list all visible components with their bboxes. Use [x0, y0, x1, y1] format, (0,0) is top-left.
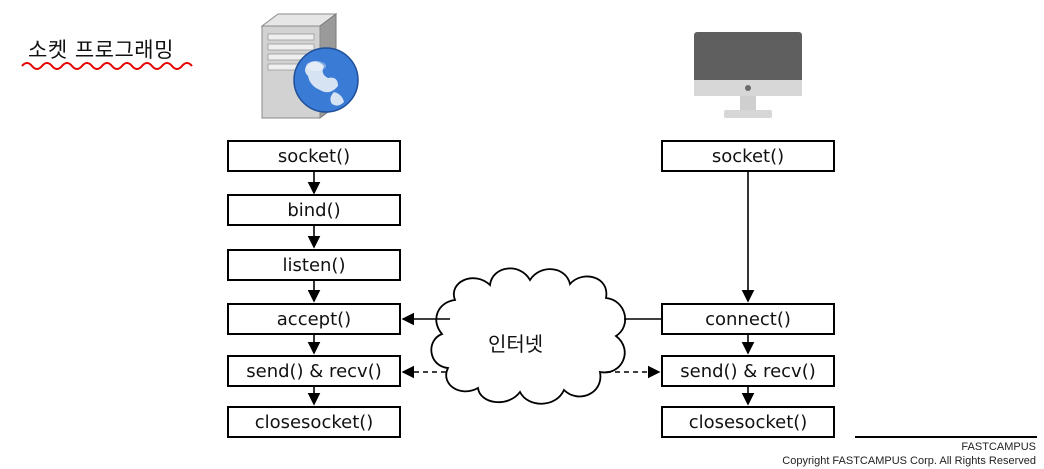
server-step-send-recv: send() & recv() [227, 355, 401, 387]
client-step-connect: connect() [661, 303, 835, 335]
client-step-closesocket: closesocket() [661, 406, 835, 438]
server-step-closesocket: closesocket() [227, 406, 401, 438]
monitor-icon [694, 32, 802, 118]
internet-cloud [430, 267, 626, 405]
server-step-socket: socket() [227, 140, 401, 172]
footer-divider [855, 436, 1037, 438]
client-step-socket: socket() [661, 140, 835, 172]
client-step-send-recv: send() & recv() [661, 355, 835, 387]
server-step-accept: accept() [227, 303, 401, 335]
footer-copyright: Copyright FASTCAMPUS Corp. All Rights Re… [782, 455, 1036, 467]
server-step-bind: bind() [227, 194, 401, 226]
server-step-listen: listen() [227, 249, 401, 281]
server-globe-icon [260, 13, 359, 119]
page-title: 소켓 프로그래밍 [28, 38, 174, 62]
internet-label: 인터넷 [488, 332, 544, 356]
footer-brand: FASTCAMPUS [961, 441, 1036, 453]
title-underline [21, 62, 193, 70]
